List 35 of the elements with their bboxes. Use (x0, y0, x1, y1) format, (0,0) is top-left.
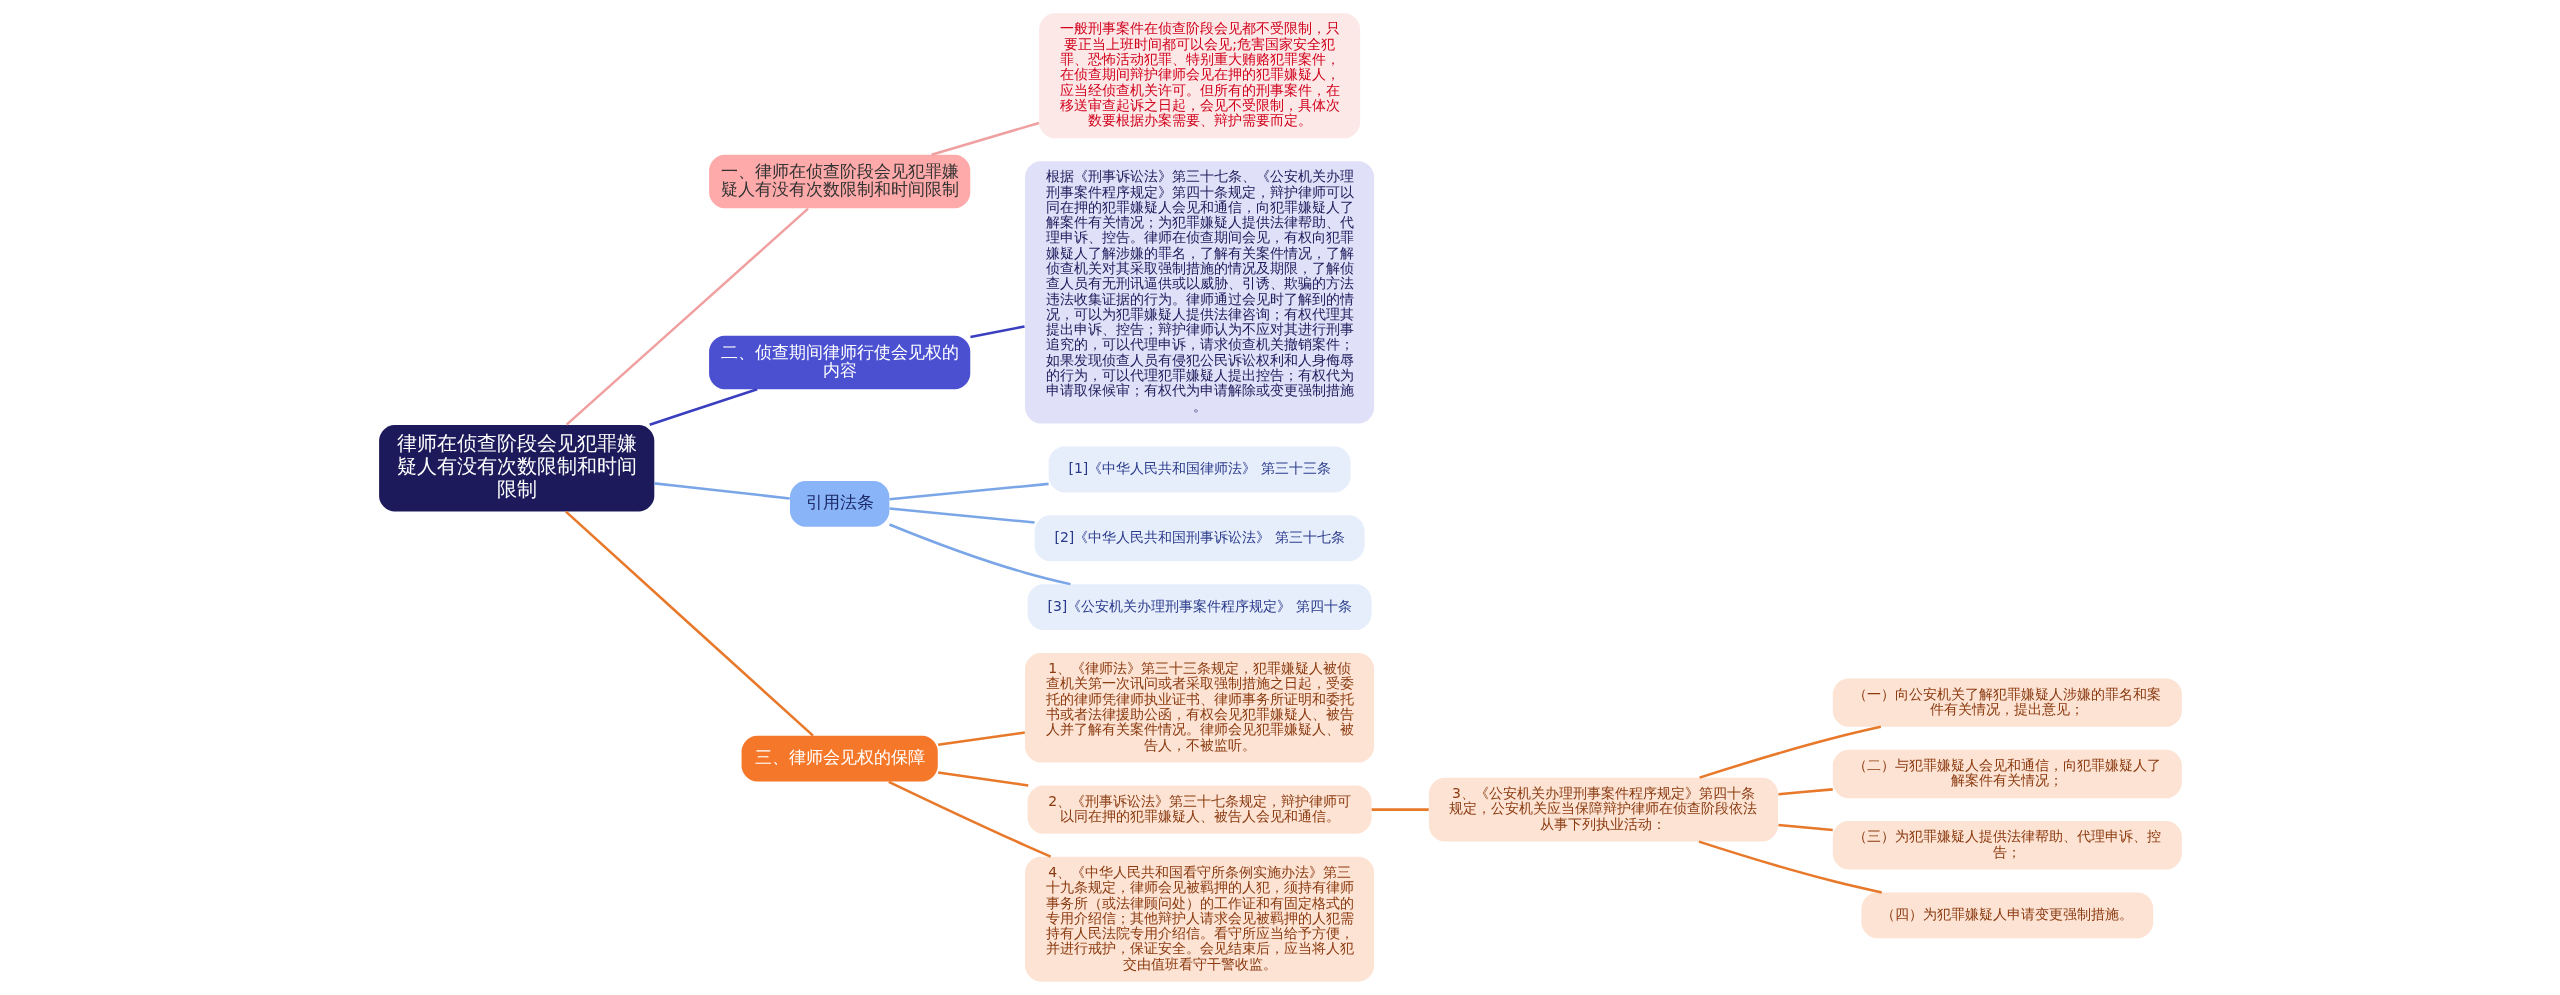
connector (1777, 788, 1833, 796)
connector (1371, 808, 1429, 811)
node-box: 三、律师会见权的保障 (741, 735, 938, 782)
node-box: 一般刑事案件在侦查阶段会见都不受限制，只要正当上班时间都可以会见;危害国家安全犯罪、恐怖活动犯罪、特别重大贿赂犯罪案件，在侦查期间辩护律师会见在押的犯罪嫌疑人，应当经侦查机关许可。但所有的刑事案件，在移送审查起诉之日起，会见不受限制，具体次数要根据办案需要、辩护需要而定。 (1038, 13, 1360, 139)
connector (564, 510, 814, 737)
connector (887, 780, 1051, 858)
node-box: （一）向公安机关了解犯罪嫌疑人涉嫌的罪名和案件有关情况，提出意见； (1832, 678, 2182, 727)
node-box: 律师在侦查阶段会见犯罪嫌疑人有没有次数限制和时间限制 (378, 424, 654, 512)
connector (930, 121, 1039, 156)
connector (1698, 840, 1882, 894)
connector (888, 523, 1071, 586)
node-box: 一、律师在侦查阶段会见犯罪嫌疑人有没有次数限制和时间限制 (708, 154, 970, 209)
connector (1777, 823, 1833, 832)
connector (888, 507, 1035, 524)
node-box: 2、《刑事诉讼法》第三十七条规定，辩护律师可以同在押的犯罪嫌疑人、被告人会见和通信。 (1027, 785, 1372, 834)
node-box: （二）与犯罪嫌疑人会见和通信，向犯罪嫌疑人了解案件有关情况； (1832, 749, 2182, 799)
node-box: 引用法条 (789, 480, 889, 527)
connector (888, 482, 1049, 501)
connector (648, 388, 758, 426)
node-box: （三）为犯罪嫌疑人提供法律帮助、代理申诉、控告； (1832, 821, 2182, 870)
node-box: 二、侦查期间律师行使会见权的内容 (708, 335, 970, 390)
node-box: [2]《中华人民共和国刑事诉讼法》 第三十七条 (1034, 515, 1365, 562)
node-box: [3]《公安机关办理刑事案件程序规定》 第四十条 (1027, 584, 1372, 630)
node-box: [1]《中华人民共和国律师法》 第三十三条 (1048, 446, 1351, 493)
node-box: 根据《刑事诉讼法》第三十七条、《公安机关办理刑事案件程序规定》第四十条规定，辩护律师可以同在押的犯罪嫌疑人会见和通信，向犯罪嫌疑人了解案件有关情况；为犯罪嫌疑人提供法律帮助、代理申诉、控告。律师在侦查期间会见，有权向犯罪嫌疑人了解涉嫌的罪名，了解有关案件情况，了解侦查机关对其采取强制措施的情况及期限，了解侦查人员有无刑讯逼供或以威胁、引诱、欺骗的方法违法收集证据的行为。律师通过会见时了解到的情况，可以为犯罪嫌疑人提供法律咨询；有权代理其提出申诉、控告；辩护律师认为不应对其进行刑事追究的，可以代理申诉，请求侦查机关撤销案件；如果发现侦查人员有侵犯公民诉讼权利和人身侮辱的行为，可以代理犯罪嫌疑人提出控告；有权代为申请取保候审；有权代为申请解除或变更强制措施。 (1024, 161, 1374, 424)
node-box: （四）为犯罪嫌疑人申请变更强制措施。 (1861, 892, 2153, 939)
connector (937, 771, 1028, 787)
connector (1698, 725, 1881, 779)
connector (937, 731, 1025, 747)
connector (565, 207, 809, 426)
node-box: 1、《律师法》第三十三条规定，犯罪嫌疑人被侦查机关第一次讯问或者采取强制措施之日起，受委托的律师凭律师执业证书、律师事务所证明和委托书或者法律援助公函，有权会见犯罪嫌疑人、被告人并了解有关案件情况。律师会见犯罪嫌疑人、被告人，不被监听。 (1024, 652, 1374, 763)
node-box: 3、《公安机关办理刑事案件程序规定》第四十条规定，公安机关应当保障辩护律师在侦查阶段依法从事下列执业活动： (1428, 777, 1778, 842)
connector (653, 482, 790, 500)
connector (969, 325, 1025, 339)
node-box: 4、《中华人民共和国看守所条例实施办法》第三十九条规定，律师会见被羁押的人犯，须持有律师事务所（或法律顾问处）的工作证和有固定格式的专用介绍信；其他辩护人请求会见被羁押的人犯需持有人民法院专用介绍信。看守所应当给予方便，并进行戒护，保证安全。会见结束后，应当将人犯交由值班看守干警收监。 (1024, 856, 1374, 982)
